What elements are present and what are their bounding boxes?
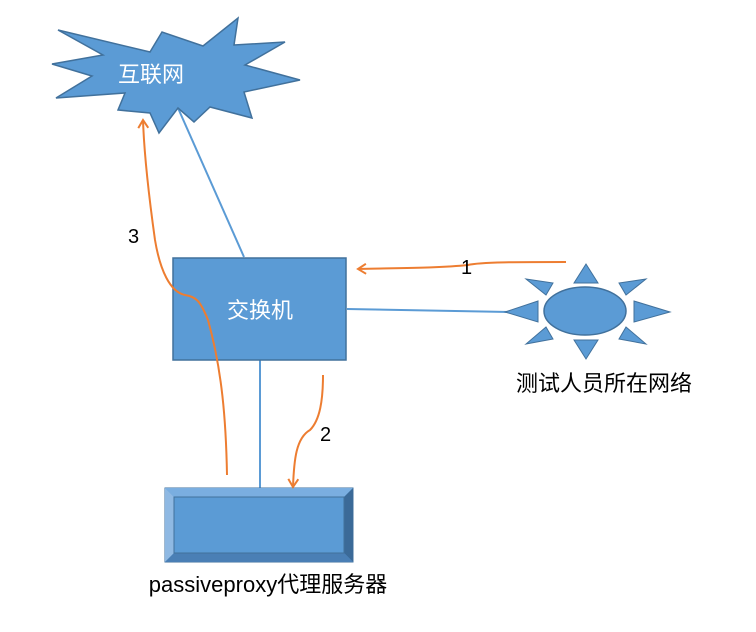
flow-step-1-label: 1 xyxy=(461,257,472,279)
tester-network-node[interactable]: 测试人员所在网络 xyxy=(503,263,692,396)
bevel-left xyxy=(165,488,174,562)
sun-ray-right xyxy=(633,300,672,323)
link-switch-internet xyxy=(177,107,245,258)
flow-arrow-1 xyxy=(356,261,567,275)
bevel-face xyxy=(173,496,345,554)
flow-step-3-label: 3 xyxy=(128,226,139,248)
bevel-top xyxy=(165,488,353,497)
explosion-shape xyxy=(51,16,301,135)
internet-node[interactable]: 互联网 xyxy=(51,16,301,135)
sun-ellipse xyxy=(543,286,627,336)
switch-label: 交换机 xyxy=(227,299,293,324)
proxy-server-label: passiveproxy代理服务器 xyxy=(149,572,387,597)
internet-label: 互联网 xyxy=(118,63,184,88)
sun-ray-bottom-left xyxy=(524,326,554,345)
switch-rect xyxy=(172,257,347,361)
sun-ray-top-left xyxy=(524,278,554,296)
sun-ray-top-right xyxy=(618,278,648,296)
flow-step-2-label: 2 xyxy=(320,424,331,446)
switch-node[interactable]: 交换机 xyxy=(172,257,347,361)
proxy-server-node[interactable]: passiveproxy代理服务器 xyxy=(149,487,387,597)
tester-network-label: 测试人员所在网络 xyxy=(516,371,692,396)
sun-ray-top xyxy=(573,263,599,284)
flow-arrow-2 xyxy=(287,374,324,489)
link-switch-tester xyxy=(346,308,511,313)
bevel-bottom xyxy=(165,553,353,562)
sun-ray-bottom-right xyxy=(618,326,648,345)
flow-arrow-3 xyxy=(137,118,228,476)
sun-ray-bottom xyxy=(573,339,599,360)
sun-ray-left xyxy=(503,300,539,323)
bevel-right xyxy=(344,488,353,562)
